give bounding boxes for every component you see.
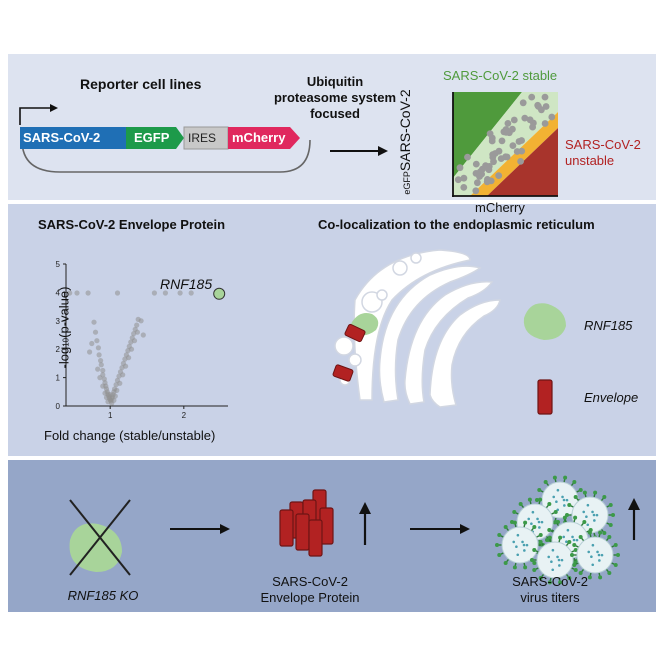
legend-envelope-label: Envelope — [584, 390, 639, 405]
facs-y-sub: eGFP — [402, 171, 412, 195]
construct-egfp-label: EGFP — [134, 130, 170, 145]
volcano-y-main: -log — [56, 346, 72, 369]
envelope-label: SARS-CoV-2 Envelope Protein — [240, 574, 380, 606]
facs-y-label: eGFPSARS-CoV-2 — [397, 87, 413, 197]
ups-label: Ubiquitin proteasome system focused — [270, 74, 400, 122]
ko-label: RNF185 KO — [67, 588, 139, 603]
ups-line2: proteasome system — [273, 90, 397, 105]
ups-line1: Ubiquitin — [306, 74, 364, 89]
volcano-hit-label: RNF185 — [160, 276, 213, 292]
construct-sars-label: SARS-CoV-2 — [23, 130, 101, 145]
volcano-y-end: (p-value) — [56, 286, 72, 338]
ups-line3: focused — [310, 106, 360, 121]
volcano-y-label: -log10(p-value) — [57, 268, 72, 388]
titers-label: SARS-CoV-2 virus titers — [490, 574, 610, 606]
envelope-line2: Envelope Protein — [260, 590, 360, 605]
volcano-title: SARS-CoV-2 Envelope Protein — [38, 217, 226, 232]
unstable-label: SARS-CoV-2 unstable — [565, 137, 641, 169]
unstable-line1: SARS-CoV-2 — [565, 137, 641, 152]
screen-panel — [8, 204, 656, 456]
titers-line1: SARS-CoV-2 — [512, 574, 588, 589]
reporter-title: Reporter cell lines — [80, 76, 202, 92]
construct-mcherry-label: mCherry — [232, 130, 286, 145]
volcano-y-sub: 10 — [61, 337, 71, 347]
titers-line2: virus titers — [520, 590, 580, 605]
unstable-line2: unstable — [565, 153, 615, 168]
facs-y-main: SARS-CoV-2 — [397, 89, 413, 172]
facs-x-label: mCherry — [475, 200, 525, 215]
stable-label: SARS-CoV-2 stable — [443, 68, 558, 83]
coloc-title: Co-localization to the endoplasmic retic… — [318, 217, 595, 232]
volcano-x-label: Fold change (stable/unstable) — [44, 428, 216, 443]
construct-ires-label: IRES — [188, 131, 217, 145]
envelope-line1: SARS-CoV-2 — [272, 574, 348, 589]
legend-rnf185-label: RNF185 — [584, 318, 633, 333]
